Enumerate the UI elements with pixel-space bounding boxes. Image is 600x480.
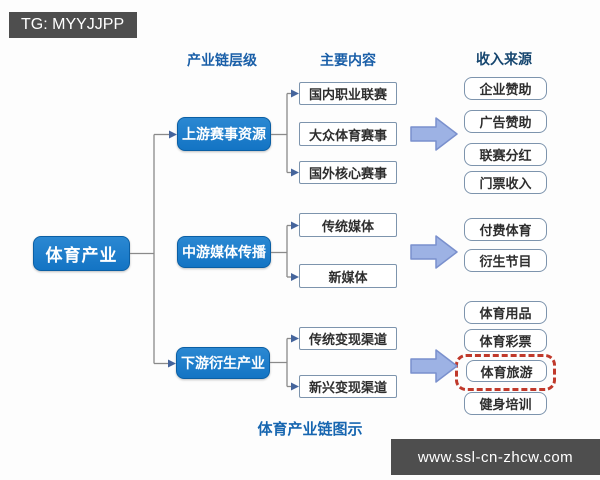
arrowhead-icon xyxy=(291,221,299,230)
arrowhead-icon xyxy=(291,382,299,391)
arrowhead-icon xyxy=(291,168,299,177)
content-box-mass-sports-events: 大众体育赛事 xyxy=(299,122,397,146)
stage-node-midstream: 中游媒体传播 xyxy=(177,236,271,268)
column-header-revenue-source: 收入来源 xyxy=(476,51,532,67)
block-arrow-midstream-icon xyxy=(410,235,458,269)
root-node-sports-industry: 体育产业 xyxy=(33,236,130,271)
watermark-url: www.ssl-cn-zhcw.com xyxy=(391,439,600,475)
revenue-box-paid-sports: 付费体育 xyxy=(464,218,547,241)
revenue-box-ticket-income: 门票收入 xyxy=(464,171,547,194)
content-box-traditional-media: 传统媒体 xyxy=(299,213,397,237)
arrowhead-icon xyxy=(168,359,176,368)
revenue-box-sporting-goods: 体育用品 xyxy=(464,301,547,324)
stage-node-upstream: 上游赛事资源 xyxy=(177,117,271,151)
revenue-box-league-dividends: 联赛分红 xyxy=(464,143,547,166)
arrowhead-icon xyxy=(291,273,299,281)
column-header-chain-level: 产业链层级 xyxy=(187,52,257,68)
revenue-box-ad-sponsorship: 广告赞助 xyxy=(464,110,547,133)
arrowhead-icon xyxy=(291,334,299,343)
block-arrow-upstream-icon xyxy=(410,117,458,151)
diagram-caption: 体育产业链图示 xyxy=(257,421,363,438)
revenue-box-sports-lottery: 体育彩票 xyxy=(464,329,547,352)
revenue-box-sports-tourism: 体育旅游 xyxy=(466,360,547,382)
stage-node-downstream: 下游衍生产业 xyxy=(176,347,270,379)
revenue-box-corporate-sponsorship: 企业赞助 xyxy=(464,77,547,100)
revenue-box-fitness-training: 健身培训 xyxy=(464,392,547,415)
block-arrow-downstream-icon xyxy=(410,349,458,383)
content-box-domestic-leagues: 国内职业联赛 xyxy=(299,82,397,105)
channel-tag: TG: MYYJJPP xyxy=(9,12,137,38)
content-box-foreign-core-events: 国外核心赛事 xyxy=(299,161,397,184)
arrowhead-icon xyxy=(169,130,177,139)
content-box-traditional-monetization: 传统变现渠道 xyxy=(299,327,397,350)
arrowhead-icon xyxy=(291,89,299,98)
content-box-new-media: 新媒体 xyxy=(299,264,397,288)
content-box-new-monetization: 新兴变现渠道 xyxy=(299,375,397,398)
column-header-main-content: 主要内容 xyxy=(320,52,376,68)
revenue-box-derivative-programs: 衍生节目 xyxy=(464,249,547,272)
